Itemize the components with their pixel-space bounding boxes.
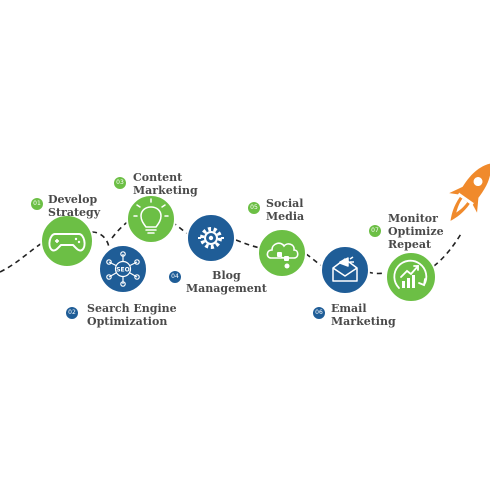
step-label-06-line1: Email [331, 302, 367, 315]
step-label-07-line2: Optimize [388, 225, 444, 238]
step-label-03: Content Marketing [133, 171, 198, 197]
step-label-03-line1: Content [133, 171, 183, 184]
step-02-circle: SEO [98, 244, 148, 294]
step-label-01-line1: Develop [48, 193, 98, 206]
step-05-circle [257, 228, 307, 278]
step-label-07: Monitor Optimize Repeat [388, 212, 444, 251]
step-label-04-line2: Management [186, 282, 267, 295]
step-number-07: 07 [369, 225, 381, 237]
step-label-02: Search Engine Optimization [87, 302, 177, 328]
step-07-circle [385, 251, 437, 303]
lightbulb-icon [133, 198, 169, 234]
step-label-06: Email Marketing [331, 302, 396, 328]
step-label-05: Social Media [266, 197, 304, 223]
step-number-06: 06 [313, 307, 325, 319]
step-label-06-line2: Marketing [331, 315, 396, 328]
step-label-07-line1: Monitor [388, 212, 438, 225]
step-03-circle [126, 194, 176, 244]
gamepad-icon [48, 233, 86, 252]
step-label-05-line1: Social [266, 197, 304, 210]
step-number-04: 04 [169, 271, 181, 283]
step-number-05: 05 [248, 202, 260, 214]
seo-badge: SEO [116, 267, 130, 274]
step-label-01: Develop Strategy [48, 193, 100, 219]
rocket-icon [449, 163, 490, 221]
step-label-07-line3: Repeat [388, 238, 432, 251]
step-label-01-line2: Strategy [48, 206, 101, 219]
step-label-04: Blog Management [186, 269, 267, 295]
step-04-circle [186, 213, 236, 263]
step-label-05-line2: Media [266, 210, 305, 223]
envelope-megaphone-icon [332, 256, 358, 282]
step-label-02-line1: Search Engine [87, 302, 177, 315]
step-number-03: 03 [114, 177, 126, 189]
seo-network-icon [106, 251, 140, 287]
step-01-circle [40, 214, 94, 268]
step-number-01: 01 [31, 198, 43, 210]
step-label-04-line1: Blog [212, 269, 241, 282]
gear-icon [198, 227, 224, 249]
step-number-02: 02 [66, 307, 78, 319]
cloud-social-icon [266, 242, 299, 269]
step-label-02-line2: Optimization [87, 315, 168, 328]
step-label-03-line2: Marketing [133, 184, 198, 197]
step-06-circle [320, 245, 370, 295]
dashed-path [0, 217, 463, 275]
growth-chart-icon [393, 259, 428, 289]
